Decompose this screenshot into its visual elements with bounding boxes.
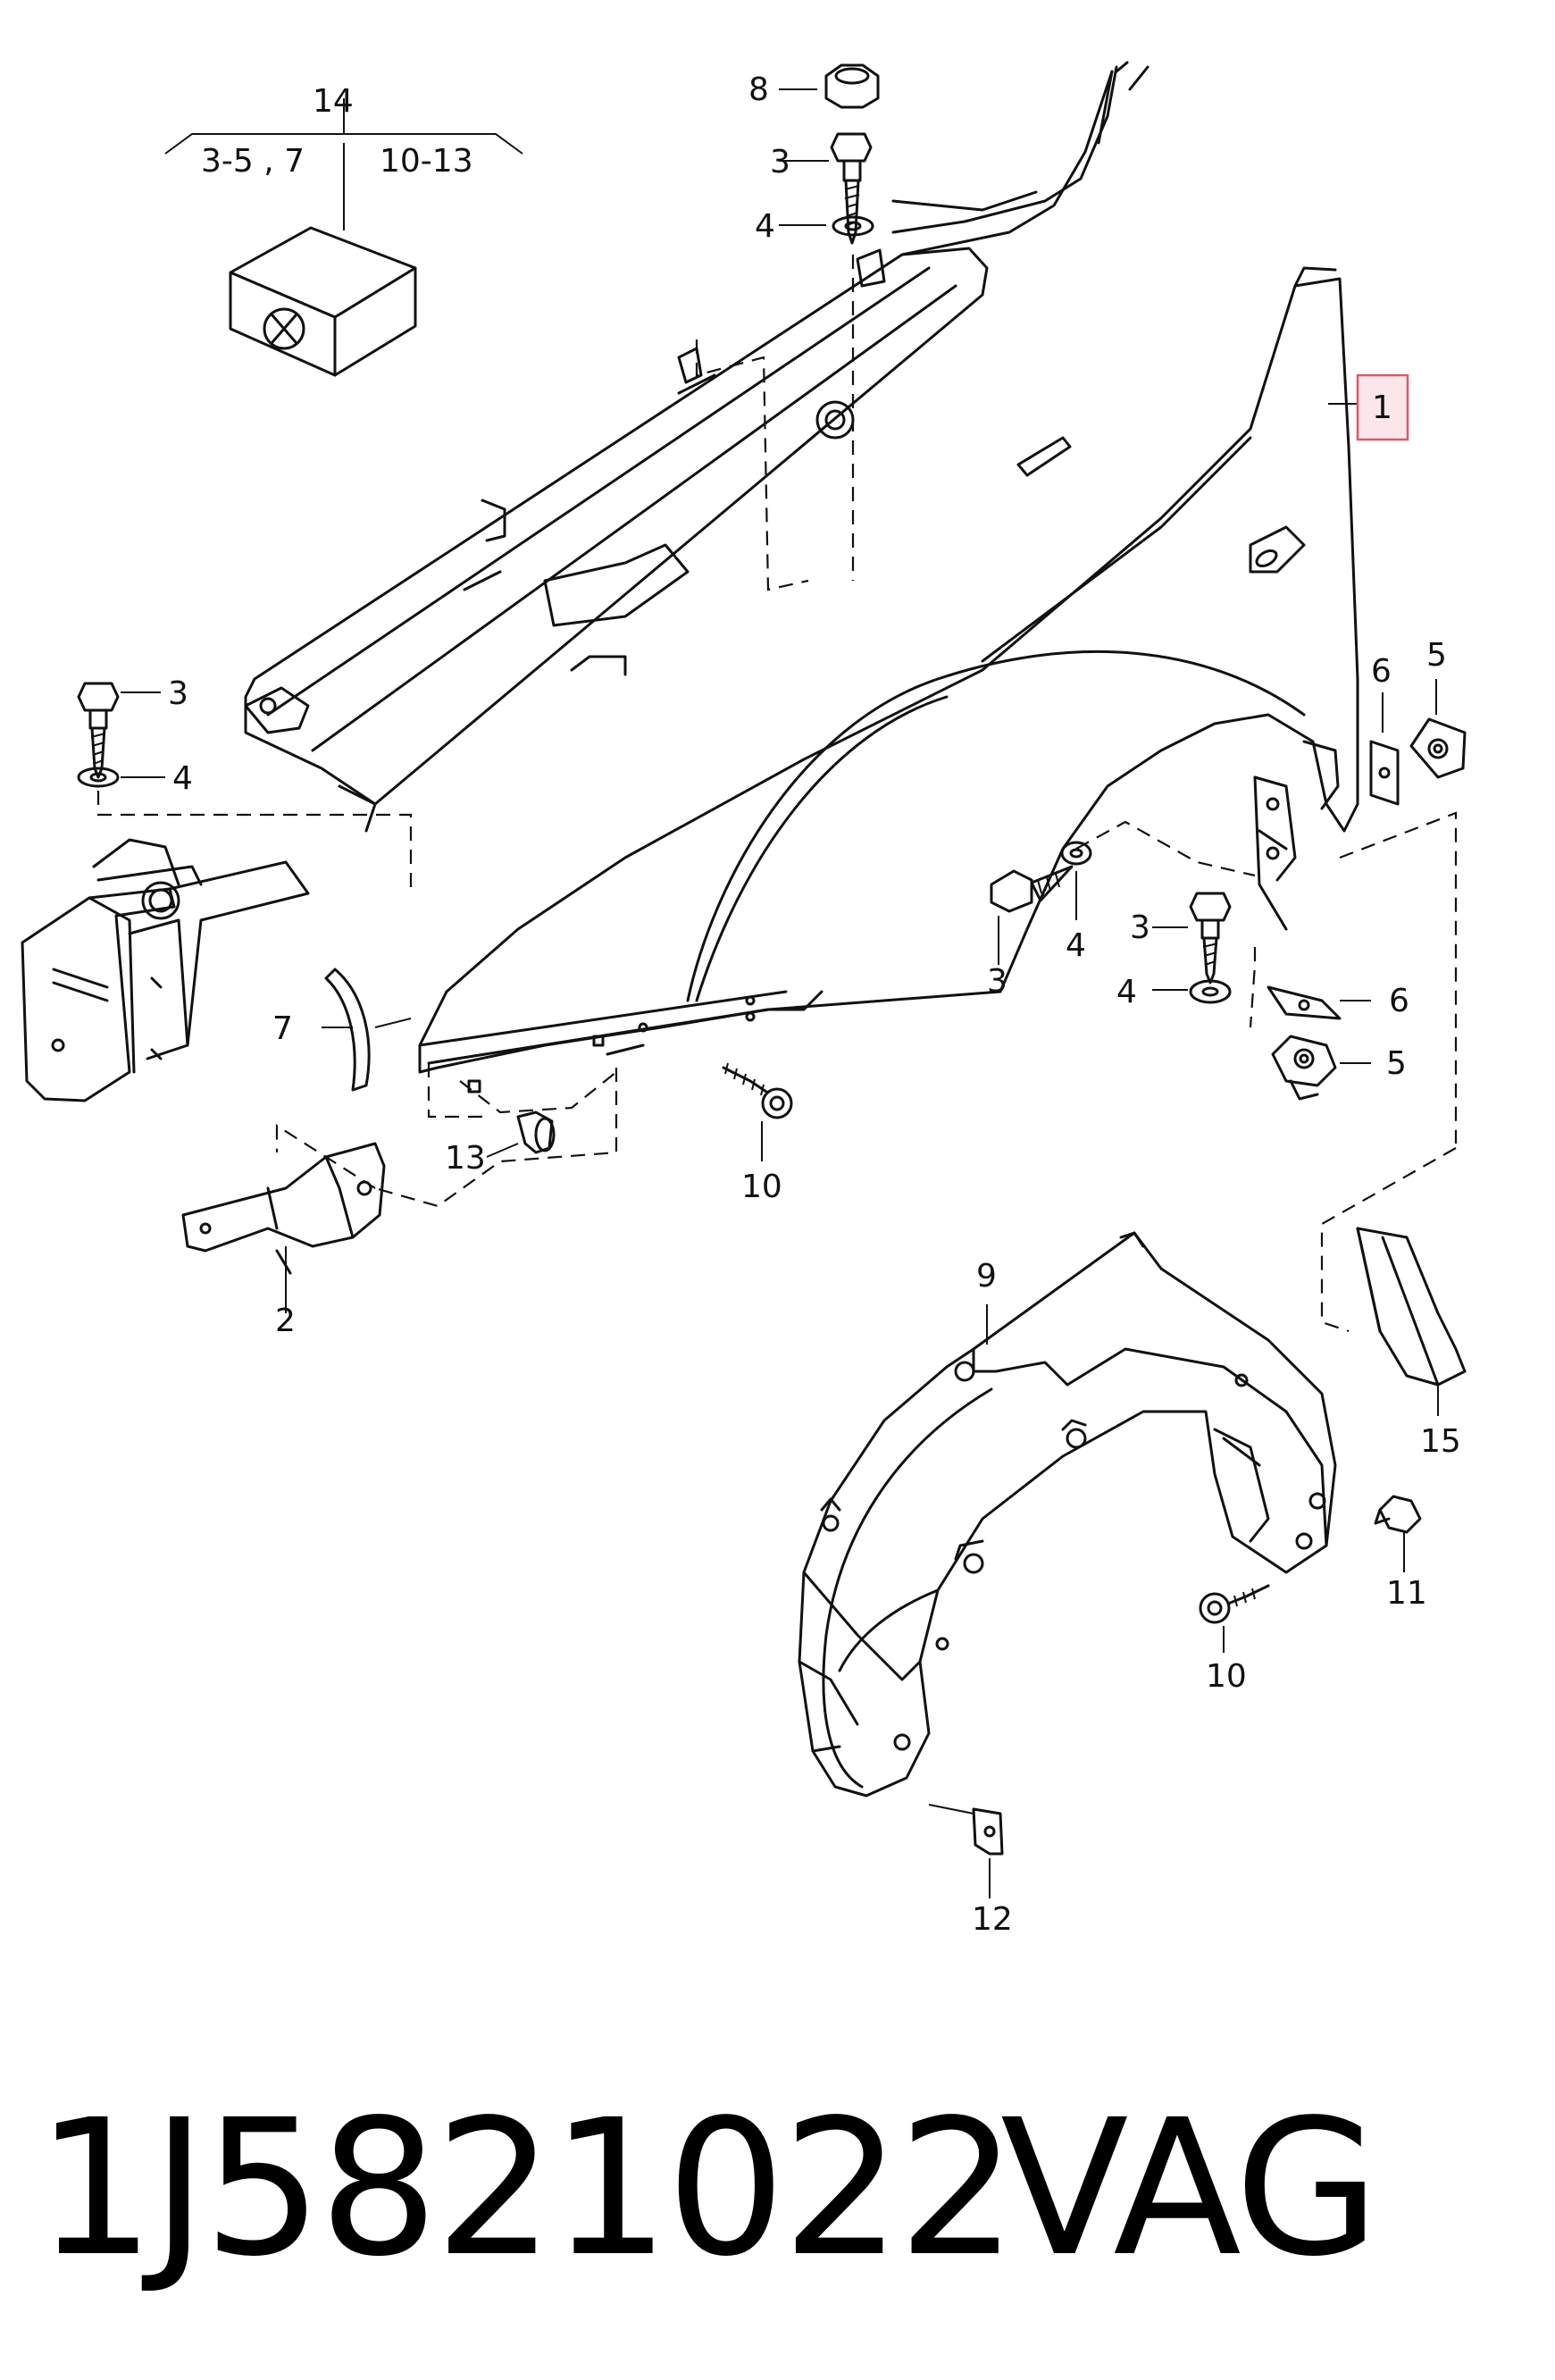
callout-1-highlight: [1356, 373, 1409, 441]
callout-6-lower: 6: [1389, 983, 1409, 1019]
wheel-arch-liner-9: [798, 1231, 1337, 1798]
callout-1: 1: [1372, 390, 1392, 426]
callout-13: 13: [445, 1140, 486, 1177]
kit-box-14: [164, 98, 523, 377]
callout-6-upper: 6: [1371, 653, 1392, 690]
brand-name: VAG: [1000, 2079, 1380, 2298]
inner-apron: [244, 61, 1150, 833]
callout-4-mid: 4: [1066, 927, 1086, 964]
wedge-15: [1356, 1227, 1467, 1416]
callout-14-right: 10-13: [380, 143, 473, 180]
callout-15: 15: [1420, 1423, 1461, 1460]
callout-9: 9: [976, 1258, 997, 1295]
callout-4-right: 4: [1116, 974, 1137, 1010]
screw-10-lower: [1199, 1584, 1270, 1653]
callout-7: 7: [272, 1010, 293, 1047]
callout-4-top: 4: [755, 208, 775, 245]
callout-14: 14: [313, 83, 354, 120]
callout-8: 8: [748, 71, 769, 108]
callout-labels: 14 3-5 , 7 10-13 8 3 4 1 3 4 6 5 4 3 3 4…: [168, 71, 1461, 1938]
callout-5-lower: 5: [1386, 1045, 1407, 1082]
callout-5-upper: 5: [1426, 637, 1447, 674]
screw-10-upper: [722, 1062, 793, 1161]
callout-10-lower: 10: [1206, 1658, 1247, 1695]
callout-14-left: 3-5 , 7: [201, 143, 305, 180]
callout-3-left: 3: [168, 675, 188, 712]
footer: 1J5821022 VAG: [0, 2082, 1555, 2296]
callout-3-top: 3: [770, 144, 790, 180]
front-bracket: [21, 838, 310, 1102]
clip-13: [486, 1110, 556, 1158]
callout-10-upper: 10: [741, 1169, 782, 1205]
fastener-stack-left: [77, 682, 165, 788]
fender-panel-1: [418, 266, 1365, 1094]
fastener-stack-right: [990, 679, 1467, 1101]
callout-4-left: 4: [172, 760, 193, 797]
callout-2: 2: [275, 1303, 296, 1339]
fastener-stack-top: [779, 63, 880, 245]
callout-3-right: 3: [1130, 909, 1150, 946]
clip-11: [1374, 1495, 1422, 1572]
part-number: 1J5821022: [36, 2079, 1017, 2298]
assembly-dashes: [96, 255, 1458, 1333]
bracket-2: [181, 1142, 386, 1313]
clip-12: [928, 1804, 1004, 1898]
strip-7: [322, 968, 412, 1092]
callout-11: 11: [1386, 1575, 1427, 1612]
callout-3-mid: 3: [987, 963, 1007, 1000]
callout-12: 12: [972, 1901, 1013, 1938]
